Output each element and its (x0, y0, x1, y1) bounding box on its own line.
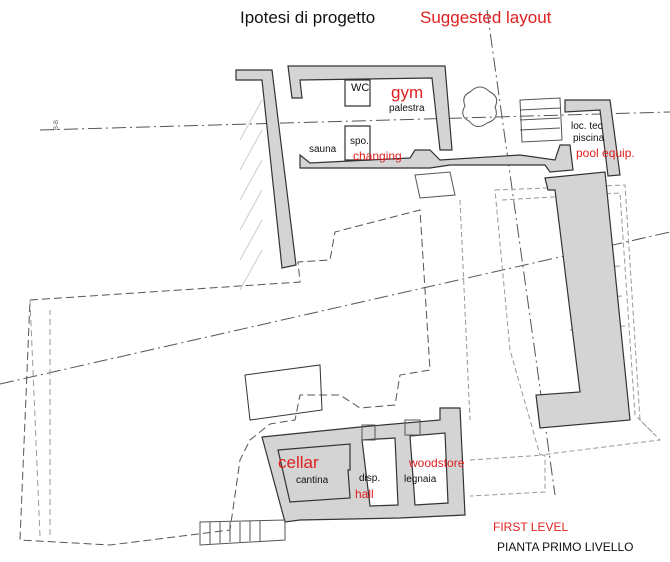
room-label-piscina: piscina (573, 133, 605, 144)
wall-west (235, 69, 297, 269)
wall-pool (535, 171, 631, 429)
section-line-top (39, 111, 670, 131)
room-label-cantina: cantina (296, 475, 329, 486)
room-label-cellar: cellar (278, 453, 319, 472)
site-boundary (19, 209, 431, 546)
pool-outline (494, 184, 662, 456)
room-label-loc-tec: loc. tec (571, 121, 603, 132)
title-italian: Ipotesi di progetto (240, 8, 376, 27)
room-label-gym: gym (391, 83, 424, 102)
room-changing-outline (344, 125, 371, 161)
level-label-english: FIRST LEVEL (493, 520, 569, 534)
section-mark: B-B (54, 120, 60, 130)
yard-outline (244, 364, 323, 421)
room-wc-outline (344, 79, 371, 107)
stairs-cellar-exterior (199, 519, 286, 546)
tree-symbol (462, 86, 498, 127)
stairs-gym-exit (414, 171, 456, 199)
room-label-disp: disp. (359, 473, 381, 484)
terrain-hatching (239, 99, 263, 291)
room-label-spo: spo. (350, 136, 369, 147)
stairs-pool-room (519, 97, 563, 143)
wall-gym-north (287, 65, 453, 151)
room-label-wc: WC (351, 82, 370, 94)
terrace-outline (459, 199, 546, 497)
room-label-changing: changing (353, 149, 402, 163)
room-label-sauna: sauna (309, 144, 337, 155)
room-hall-outline (361, 437, 399, 507)
room-label-hall: hall (355, 487, 374, 501)
title-english: Suggested layout (420, 8, 552, 27)
room-label-legnaia: legnaia (404, 474, 437, 485)
boundary-detail-line (29, 299, 51, 537)
section-line-bottom (0, 231, 670, 385)
level-label-italian: PIANTA PRIMO LIVELLO (497, 540, 634, 554)
wall-gym-south (299, 144, 574, 173)
room-label-woodstore: woodstore (409, 456, 465, 470)
room-label-palestra: palestra (389, 103, 425, 114)
stairs-cellar-interior (361, 419, 421, 441)
wall-pool-room (564, 99, 621, 177)
room-label-pool-equip: pool equip. (576, 146, 635, 160)
room-woodstore-outline (409, 432, 449, 506)
